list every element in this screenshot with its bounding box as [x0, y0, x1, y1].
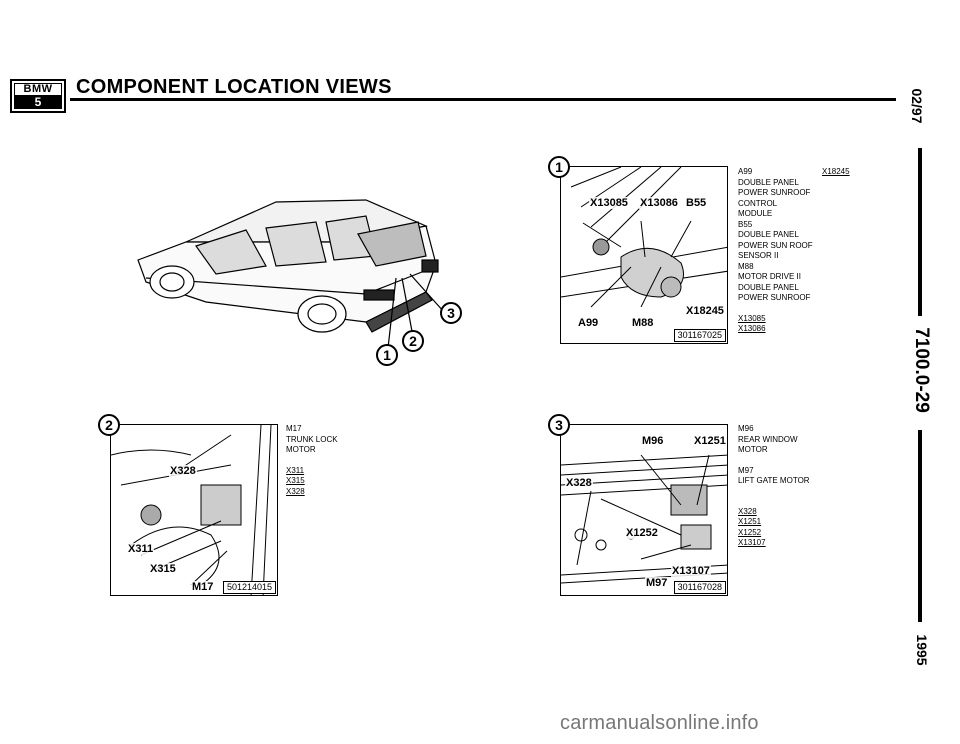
bmw-5-logo: BMW 5: [10, 79, 66, 113]
view-2-illustration: [111, 425, 272, 595]
legend-connector-x13107: X13107: [738, 538, 766, 547]
side-doc-code: 7100.0-29: [911, 327, 932, 413]
legend-desc-b55-3: SENSOR II: [738, 251, 779, 260]
legend-desc-m96-1: REAR WINDOW: [738, 434, 798, 444]
legend-desc-m88-2: DOUBLE PANEL: [738, 282, 799, 292]
logo-bmw-text: BMW: [14, 83, 62, 96]
legend-connector-x311: X311: [286, 465, 305, 475]
legend-desc-a99-3: CONTROL: [738, 198, 778, 208]
legend-connector-x328: X328: [738, 506, 757, 516]
view-2-image-id: 501214015: [222, 581, 276, 594]
view-2-number: 2: [98, 414, 120, 436]
overview-marker-1: 1: [376, 344, 398, 366]
legend-connector-x328: X328: [286, 486, 305, 496]
legend-connector-x18245: X18245: [822, 167, 850, 176]
view-1-frame: X13085 X13086 B55 X18245 A99 M88 3011670…: [560, 166, 728, 344]
legend-connector-x315: X315: [286, 476, 305, 485]
overview-marker-3: 3: [440, 302, 462, 324]
callout-m96: M96: [641, 435, 665, 447]
legend-code-a99: A99: [738, 167, 753, 176]
view-2-frame: X328 X311 X315 M17 501214015: [110, 424, 278, 596]
legend-desc-b55-2: POWER SUN ROOF: [738, 240, 813, 250]
site-watermark: carmanualsonline.info: [560, 712, 759, 734]
legend-desc-m88-3: POWER SUNROOF: [738, 293, 811, 302]
callout-x328: X328: [169, 465, 197, 477]
view-3-frame: M96 X1251 X328 X1252 X13107 M97 30116702…: [560, 424, 728, 596]
callout-x315: X315: [149, 563, 177, 575]
callout-x18245: X18245: [685, 305, 725, 317]
legend-code-m96: M96: [738, 424, 754, 433]
callout-x311: X311: [127, 543, 155, 555]
side-year: 1995: [914, 634, 930, 666]
legend-connector-x1252: X1252: [738, 527, 762, 537]
legend-desc-a99-2: POWER SUNROOF: [738, 188, 811, 197]
header-rule: [70, 98, 896, 101]
legend-code-m88: M88: [738, 261, 754, 271]
view-1-number: 1: [548, 156, 570, 178]
legend-code-b55: B55: [738, 219, 753, 229]
legend-desc-m17-1: TRUNK LOCK: [286, 434, 338, 444]
legend-desc-m88-1: MOTOR DRIVE II: [738, 272, 801, 281]
callout-m17: M17: [191, 581, 215, 593]
page-title: COMPONENT LOCATION VIEWS: [76, 76, 392, 98]
overview-marker-2: 2: [402, 330, 424, 352]
view-3-image-id: 301167028: [673, 581, 726, 594]
legend-desc-b55-1: DOUBLE PANEL: [738, 230, 799, 239]
legend-desc-a99-1: DOUBLE PANEL: [738, 177, 799, 187]
legend-code-m97: M97: [738, 465, 754, 475]
callout-m97: M97: [645, 577, 669, 589]
view-1-illustration: [561, 167, 727, 308]
side-rule-upper: [918, 148, 922, 316]
legend-connector-x1251: X1251: [738, 517, 762, 526]
legend-desc-m96-2: MOTOR: [738, 445, 768, 454]
callout-x328: X328: [565, 477, 593, 489]
view-2-legend: M17 TRUNK LOCK MOTOR X311 X315 X328: [286, 424, 366, 497]
legend-code-m17: M17: [286, 424, 302, 433]
vehicle-overview-illustration: [137, 199, 445, 349]
side-date: 02/97: [909, 88, 925, 124]
legend-connector-x13085: X13085: [738, 313, 766, 323]
legend-desc-m97-1: LIFT GATE MOTOR: [738, 476, 810, 485]
callout-x13107: X13107: [671, 565, 711, 577]
callout-b55: B55: [685, 197, 708, 209]
callout-x13086: X13086: [639, 197, 679, 209]
view-3-legend: M96 REAR WINDOW MOTOR M97 LIFT GATE MOTO…: [738, 424, 838, 549]
callout-m88: M88: [631, 317, 655, 329]
callout-x13085: X13085: [589, 197, 629, 209]
view-1-legend: A99 DOUBLE PANEL POWER SUNROOF CONTROL M…: [738, 167, 818, 335]
legend-desc-m17-2: MOTOR: [286, 445, 316, 454]
view-1-image-id: 301167025: [673, 329, 726, 342]
callout-x1251: X1251: [693, 435, 727, 447]
legend-desc-a99-4: MODULE: [738, 209, 773, 218]
callout-x1252: X1252: [625, 527, 659, 539]
logo-series-text: 5: [14, 96, 62, 109]
view-3-number: 3: [548, 414, 570, 436]
callout-a99: A99: [577, 317, 600, 329]
side-rule-lower: [918, 430, 922, 622]
legend-connector-x13086: X13086: [738, 324, 766, 333]
